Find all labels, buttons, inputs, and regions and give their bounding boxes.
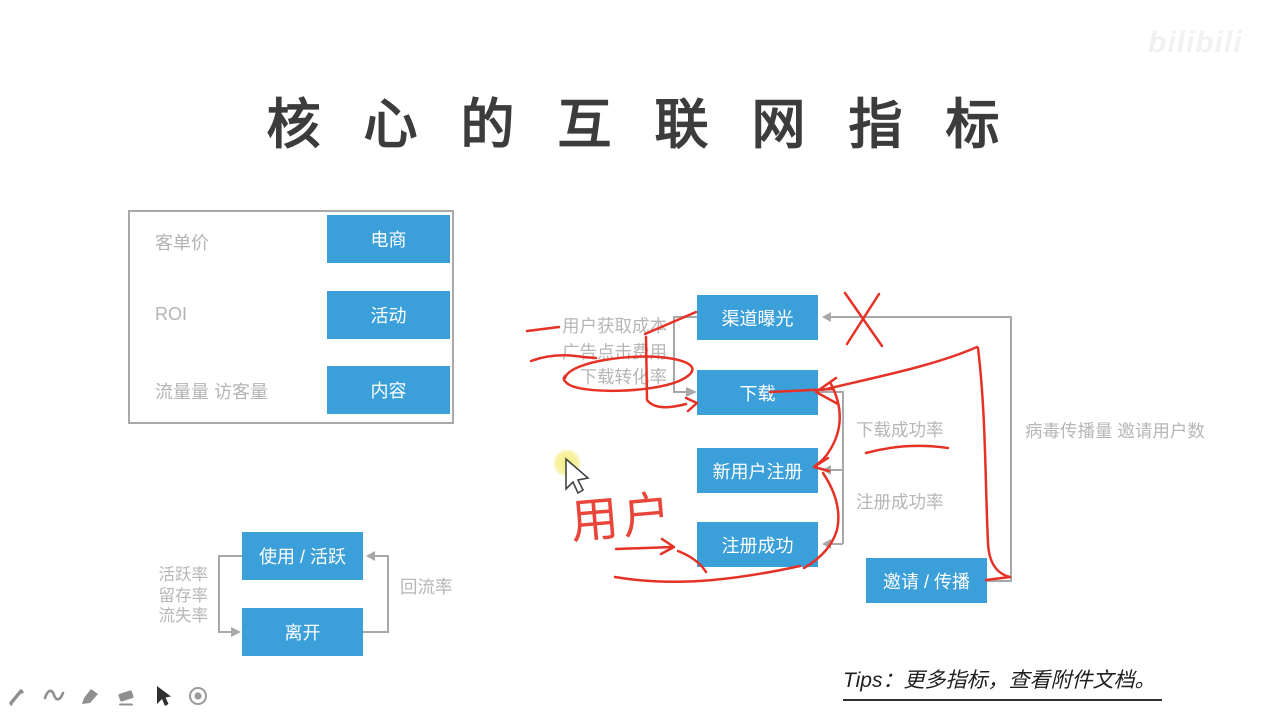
red-underline-download-success [864,444,950,455]
cursor-tool-icon[interactable] [150,684,174,708]
funnel-node-exposure: 渠道曝光 [697,295,818,340]
line-download-bracket [818,391,844,544]
metric-label-download-success: 下载成功率 [856,420,944,440]
arrow-exposure-to-download [673,316,697,393]
category-node-activity: 活动 [327,291,450,339]
metric-label-basket-price: 客单价 [155,233,209,253]
metric-label-churn-rate: 流失率 [158,607,209,626]
metric-label-retention-rate: 留存率 [158,586,209,605]
metric-label-active-rate: 活跃率 [158,566,209,584]
red-x-mark [843,291,884,348]
arrow-invite-to-exposure [830,316,1012,582]
metric-label-acquisition-cost: 用户获取成本 [562,316,667,336]
metric-label-register-success: 注册成功率 [856,492,944,512]
category-node-content: 内容 [327,366,450,414]
funnel-node-invite-spread: 邀请 / 传播 [866,558,987,603]
pen-tool-icon[interactable] [6,684,30,708]
acquisition-metrics: 用户获取成本 广告点击费用 下载转化率 [467,314,667,391]
metric-label-ad-click-cost: 广告点击费用 [562,341,667,362]
metric-label-viral-spread: 病毒传播量 邀请用户数 [1025,421,1205,441]
curve-tool-icon[interactable] [42,684,66,708]
eraser-tool-icon[interactable] [114,684,138,708]
arrow-leave-to-active [363,555,389,633]
category-node-ecommerce: 电商 [327,215,450,263]
handwritten-annotation: 用户 [568,487,677,550]
page-title: 核 心 的 互 联 网 指 标 [266,95,1014,155]
marker-tool-icon[interactable] [78,684,102,708]
retention-node-leave: 离开 [242,608,363,656]
red-line-down-right [976,346,1012,582]
funnel-node-register-success: 注册成功 [697,522,818,567]
metric-label-return-rate: 回流率 [400,577,453,597]
retention-node-active: 使用 / 活跃 [242,532,363,580]
bilibili-watermark: bilibili [1148,26,1243,59]
metric-label-download-conversion: 下载转化率 [579,367,668,387]
red-sweep-under-register [613,564,802,583]
cursor-highlight [553,449,581,477]
metric-label-roi: ROI [155,304,188,324]
annotation-toolbar [6,683,210,709]
metric-label-traffic: 流量量 访客量 [155,382,269,402]
arrow-active-to-leave [218,555,242,633]
tips-note: Tips：更多指标，查看附件文档。 [843,664,1162,701]
red-chevron-download [814,376,840,406]
red-sweep-to-peak [820,345,979,392]
funnel-node-new-user-register: 新用户注册 [697,448,818,493]
funnel-node-download: 下载 [697,370,818,415]
retention-metrics: 活跃率 留存率 流失率 [128,565,209,627]
record-tool-icon[interactable] [186,684,210,708]
